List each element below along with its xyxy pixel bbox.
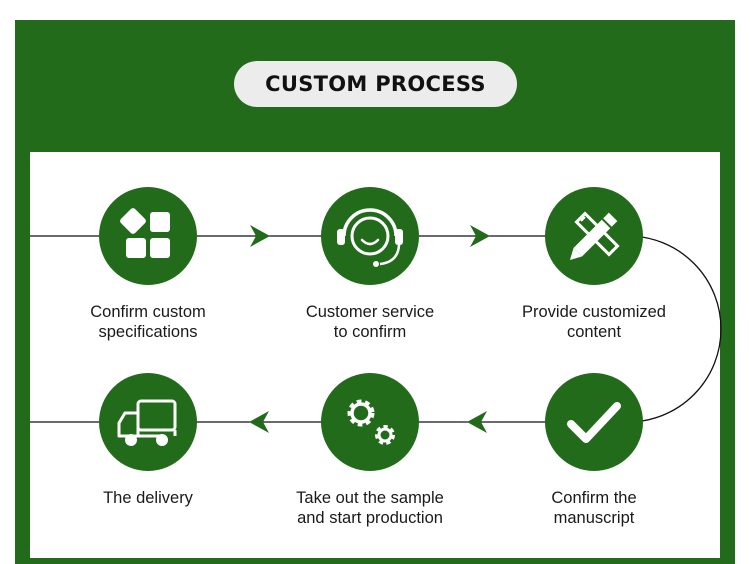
- check-icon: [567, 402, 621, 443]
- truck-icon: [117, 399, 177, 446]
- step-circle-1: [99, 187, 197, 285]
- step-label-4: Confirm the manuscript: [551, 489, 637, 527]
- step-circle-3: [545, 187, 643, 285]
- page-title: CUSTOM PROCESS: [234, 61, 517, 107]
- step-circle-5: [321, 373, 419, 471]
- gears-icon: [347, 399, 395, 445]
- step-circle-6: [99, 373, 197, 471]
- arrow-right-icon: [250, 225, 270, 247]
- step-label-2: Customer service to confirm: [305, 303, 435, 341]
- step-label-3: Provide customized content: [522, 303, 666, 341]
- connector-curve: [627, 235, 722, 423]
- step-circle-4: [545, 373, 643, 471]
- arrow-right-icon: [470, 225, 490, 247]
- step-label-1: Confirm custom specifications: [90, 303, 206, 341]
- step-circle-2: [321, 187, 419, 285]
- arrow-left-icon: [467, 411, 487, 433]
- arrow-left-icon: [249, 411, 269, 433]
- grid-blocks-icon: [120, 208, 170, 258]
- pencil-ruler-icon: [569, 211, 620, 261]
- step-label-5: Take out the sample and start production: [296, 489, 444, 527]
- step-label-6: The delivery: [103, 489, 193, 507]
- headset-icon: [337, 208, 403, 267]
